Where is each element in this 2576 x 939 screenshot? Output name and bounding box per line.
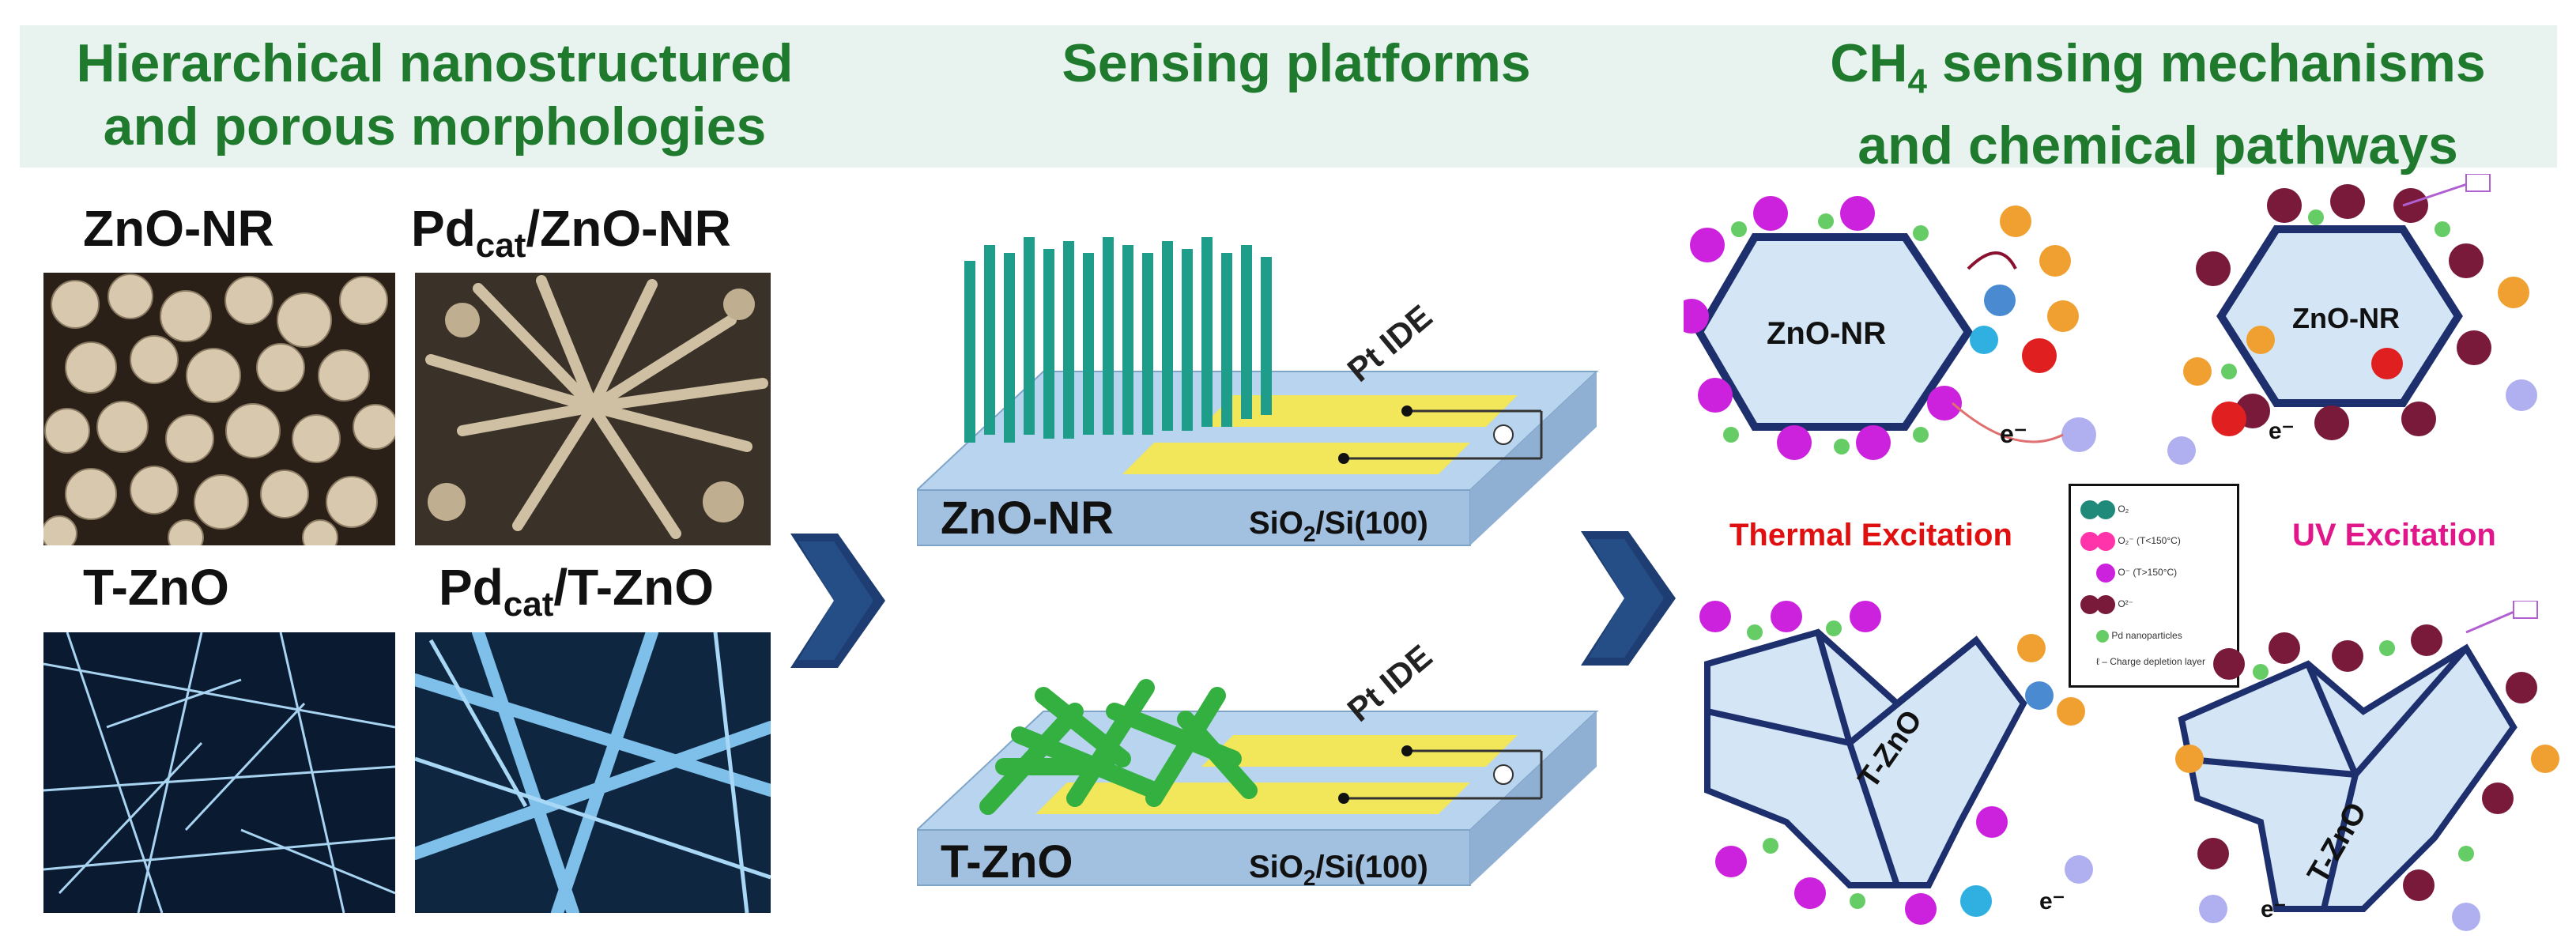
sem-image-pd-t-zno	[415, 632, 771, 913]
sensing-platform-zno-nr: Pt IDE ZnO-NR SiO2/Si(100)	[915, 229, 1620, 573]
sensing-platform-t-zno: Pt IDE T-ZnO SiO2/Si(100)	[915, 577, 1620, 929]
header-mechanisms: CH4 sensing mechanisms and chemical path…	[1830, 33, 2486, 175]
label-pd-t-zno: Pdcat/T-ZnO	[439, 559, 714, 624]
sem-image-pd-zno-nr	[415, 273, 771, 545]
svg-text:e⁻: e⁻	[2261, 896, 2287, 922]
svg-text:ZnO-NR: ZnO-NR	[2292, 302, 2400, 334]
header-morphologies: Hierarchical nanostructured and porous m…	[76, 33, 794, 156]
platform-label-zno-nr: ZnO-NR	[941, 492, 1114, 544]
label-pd-zno-nr: Pdcat/ZnO-NR	[411, 200, 731, 265]
mechanism-legend: O₂ O₂⁻ (T<150°C) O⁻ (T>150°C) O²⁻ Pd nan…	[2069, 484, 2239, 688]
header-sensing-platforms: Sensing platforms	[1062, 33, 1531, 93]
mechanism-uv-t-zno: T-ZnO e⁻	[2166, 600, 2561, 937]
legend-item-o2-minus-minus: O²⁻	[2080, 595, 2133, 614]
svg-text:e⁻: e⁻	[2039, 888, 2065, 914]
uv-excitation-label: UV Excitation	[2292, 518, 2496, 552]
legend-item-o2-minus: O₂⁻ (T<150°C)	[2080, 532, 2181, 551]
legend-item-depletion: ℓ – Charge depletion layer	[2096, 656, 2205, 667]
label-zno-nr: ZnO-NR	[83, 200, 274, 257]
header-band	[20, 25, 2557, 168]
legend-item-o-minus: O⁻ (T>150°C)	[2080, 564, 2177, 583]
svg-text:e⁻: e⁻	[2269, 418, 2295, 444]
thermal-excitation-label: Thermal Excitation	[1729, 518, 2012, 552]
label-t-zno: T-ZnO	[83, 559, 229, 616]
legend-item-o2: O₂	[2080, 500, 2129, 519]
substrate-label-bottom: SiO2/Si(100)	[1249, 850, 1428, 890]
legend-item-pd: Pd nanoparticles	[2080, 630, 2182, 643]
svg-text:ZnO-NR: ZnO-NR	[1767, 316, 1886, 351]
substrate-label-top: SiO2/Si(100)	[1249, 506, 1428, 546]
sem-image-zno-nr	[43, 273, 395, 545]
platform-label-t-zno: T-ZnO	[941, 836, 1073, 888]
sem-image-t-zno	[43, 632, 395, 913]
mechanism-uv-zno-nr: ZnO-NR e⁻	[2166, 173, 2561, 478]
svg-text:e⁻: e⁻	[2000, 420, 2027, 448]
mechanism-thermal-zno-nr: ZnO-NR e⁻	[1674, 174, 2103, 478]
chevron-icon-2	[1581, 531, 1680, 669]
chevron-icon-1	[790, 534, 889, 672]
mechanism-thermal-t-zno: T-ZnO e⁻	[1692, 585, 2103, 937]
